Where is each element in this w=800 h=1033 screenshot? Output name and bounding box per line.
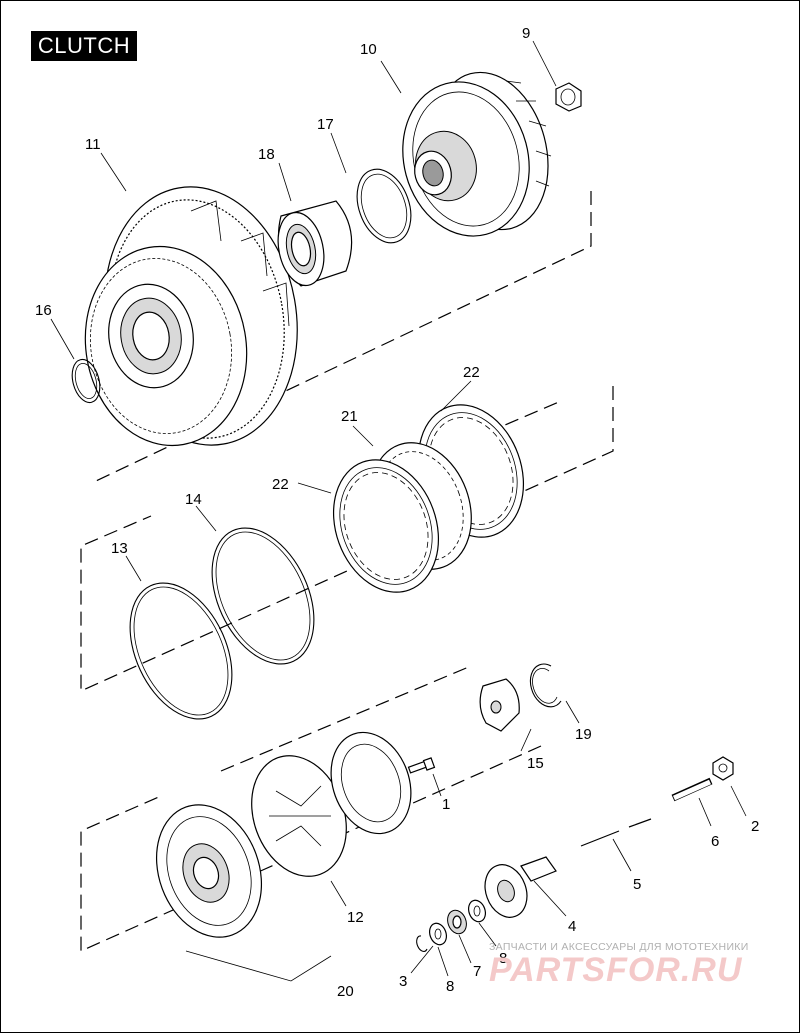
callout-21: 21 bbox=[341, 408, 358, 425]
snap-ring-part-17 bbox=[356, 168, 412, 244]
release-plate-part-4 bbox=[484, 856, 557, 918]
callout-17: 17 bbox=[317, 116, 334, 133]
watermark: ЗАПЧАСТИ И АКСЕССУАРЫ ДЛЯ МОТОТЕХНИКИ PA… bbox=[489, 941, 789, 990]
locknut-part-2 bbox=[712, 756, 734, 781]
retaining-ring-part-19 bbox=[529, 663, 562, 708]
ring-part-13 bbox=[129, 582, 233, 720]
push-rod-part-5 bbox=[580, 818, 652, 847]
ring-part-14 bbox=[211, 527, 315, 665]
callout-12: 12 bbox=[347, 909, 364, 926]
clutch-hub-part-10 bbox=[402, 71, 552, 237]
callout-16: 16 bbox=[35, 302, 52, 319]
washer-part-8-left bbox=[428, 922, 448, 946]
callout-8-right: 8 bbox=[499, 950, 507, 967]
bearing-part-7 bbox=[447, 909, 467, 935]
callout-20: 20 bbox=[337, 983, 354, 1000]
callout-2: 2 bbox=[751, 818, 759, 835]
friction-plate-part-22-lower bbox=[332, 459, 440, 593]
adjusting-screw-part-1 bbox=[407, 757, 436, 774]
callout-6: 6 bbox=[711, 833, 719, 850]
callout-9: 9 bbox=[522, 25, 530, 42]
adjusting-cam-part-15 bbox=[479, 678, 520, 732]
callout-22-upper: 22 bbox=[463, 364, 480, 381]
adjusting-screw-part-6 bbox=[671, 777, 713, 802]
clutch-shell-part-11 bbox=[84, 186, 298, 447]
callout-11: 11 bbox=[85, 136, 101, 153]
washer-part-8-right bbox=[467, 899, 487, 923]
pressure-plate-part-20 bbox=[155, 804, 263, 938]
callout-19: 19 bbox=[575, 726, 592, 743]
callout-5: 5 bbox=[633, 876, 641, 893]
callout-10: 10 bbox=[360, 41, 377, 58]
callout-14: 14 bbox=[185, 491, 202, 508]
callout-7: 7 bbox=[473, 963, 481, 980]
callout-13: 13 bbox=[111, 540, 128, 557]
callout-8-left: 8 bbox=[446, 978, 454, 995]
hub-nut-part-9 bbox=[555, 82, 582, 112]
callout-1: 1 bbox=[442, 796, 450, 813]
retaining-ring-part-16 bbox=[71, 358, 101, 404]
bearing-part-18 bbox=[277, 200, 353, 287]
callout-4: 4 bbox=[568, 918, 576, 935]
retaining-ring-part-3 bbox=[416, 935, 428, 952]
callout-3: 3 bbox=[399, 973, 407, 990]
callout-22-lower: 22 bbox=[272, 476, 289, 493]
callout-15: 15 bbox=[527, 755, 544, 772]
callout-labels: 1 2 3 4 5 6 7 8 8 9 10 11 12 13 14 15 16… bbox=[35, 25, 759, 1000]
diagram-title: CLUTCH bbox=[31, 31, 137, 61]
watermark-subtitle: ЗАПЧАСТИ И АКСЕССУАРЫ ДЛЯ МОТОТЕХНИКИ bbox=[489, 941, 749, 953]
pressure-plate-retainer bbox=[330, 731, 412, 835]
watermark-logo: PARTSFOR.RU bbox=[489, 951, 743, 989]
callout-18: 18 bbox=[258, 146, 275, 163]
leader-lines bbox=[50, 40, 747, 982]
